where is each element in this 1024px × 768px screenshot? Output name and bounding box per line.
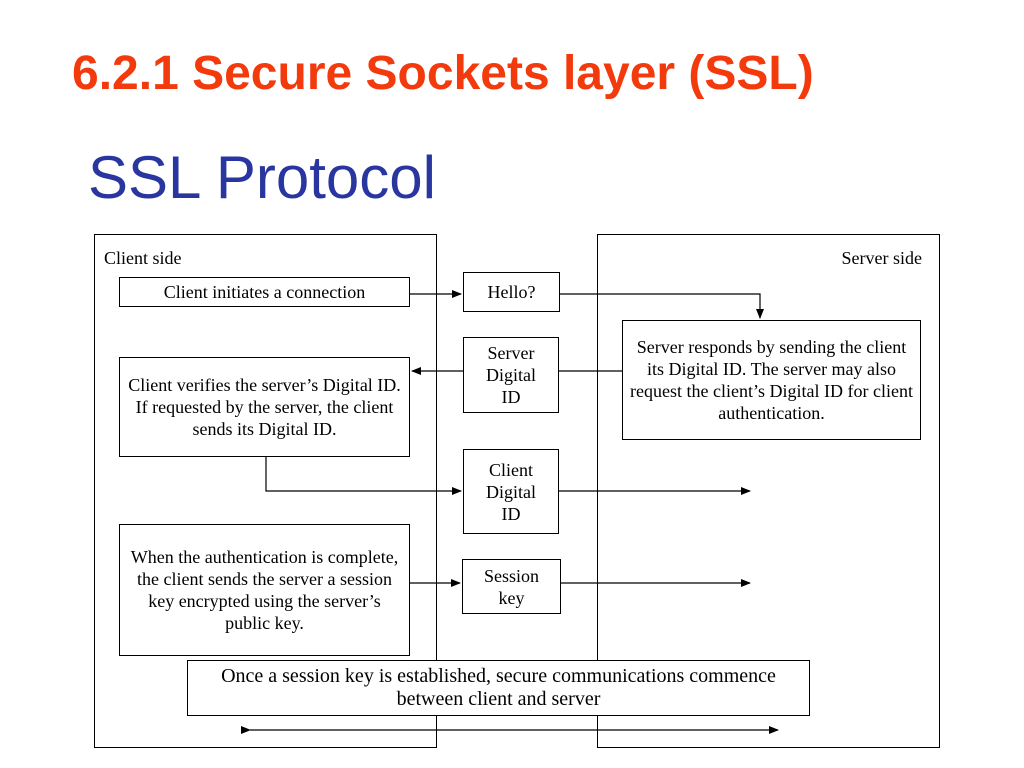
client-verifies-box: Client verifies the server’s Digital ID.… — [119, 357, 410, 457]
slide-subtitle: SSL Protocol — [88, 144, 436, 211]
client-initiates-box: Client initiates a connection — [119, 277, 410, 307]
client-auth-complete-box: When the authentication is complete, the… — [119, 524, 410, 656]
server-digital-id-message-box: Server Digital ID — [463, 337, 559, 413]
server-side-label: Server side — [841, 248, 922, 268]
hello-message-box: Hello? — [463, 272, 560, 312]
slide-title: 6.2.1 Secure Sockets layer (SSL) — [72, 47, 814, 100]
client-digital-id-message-box: Client Digital ID — [463, 449, 559, 534]
client-side-label: Client side — [104, 248, 182, 268]
arrow-hello-to-server — [560, 293, 764, 319]
session-key-message-box: Session key — [462, 559, 561, 614]
conclusion-box: Once a session key is established, secur… — [187, 660, 810, 716]
arrow-client-to-client-id — [265, 457, 462, 495]
server-responds-box: Server responds by sending the client it… — [622, 320, 921, 440]
